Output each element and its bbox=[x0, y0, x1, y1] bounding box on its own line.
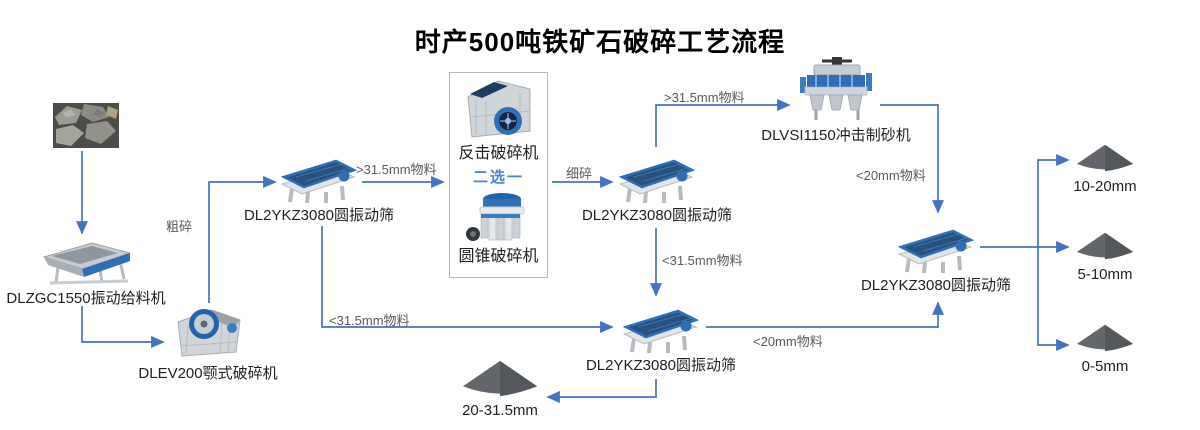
flow-label-fine-crush: 细碎 bbox=[566, 166, 593, 181]
vibrating-screen-icon bbox=[618, 148, 696, 204]
cone-crusher-icon bbox=[464, 190, 534, 246]
vsi-sand-maker-icon bbox=[794, 56, 878, 124]
pile-5-10-node: 5-10mm bbox=[1058, 229, 1152, 283]
screen2-node: DL2YKZ3080圆振动筛 bbox=[574, 148, 740, 224]
screen4-node: DL2YKZ3080圆振动筛 bbox=[855, 218, 1017, 294]
jaw-crusher-node: DLEV200颚式破碎机 bbox=[128, 302, 288, 382]
stone-pile-icon bbox=[1074, 229, 1136, 263]
pile-0-5-label: 0-5mm bbox=[1081, 358, 1129, 375]
page-title: 时产500吨铁矿石破碎工艺流程 bbox=[414, 27, 786, 57]
jaw-crusher-label: DLEV200颚式破碎机 bbox=[138, 365, 278, 382]
cone-crusher-label: 圆锥破碎机 bbox=[458, 248, 539, 266]
raw-material-node bbox=[53, 103, 119, 148]
sand-maker-label: DLVSI1150冲击制砂机 bbox=[761, 127, 911, 144]
flow-label-coarse-crush: 粗碎 bbox=[166, 219, 193, 234]
pile-0-5-node: 0-5mm bbox=[1058, 321, 1152, 375]
pile-20-31-5-node: 20-31.5mm bbox=[445, 358, 555, 419]
crusher-choice-box: 反击破碎机 二选一 圆锥破碎机 bbox=[449, 72, 548, 278]
impact-crusher-icon bbox=[462, 77, 536, 143]
vibrating-screen-icon bbox=[280, 148, 358, 204]
arrow-screen3-to-pile-20-31-5 bbox=[546, 379, 657, 403]
flow-label-under-20mm-b: <20mm物料 bbox=[753, 334, 823, 349]
feeder-node: DLZGC1550振动给料机 bbox=[0, 241, 172, 307]
screen1-label: DL2YKZ3080圆振动筛 bbox=[243, 207, 395, 224]
stone-pile-icon bbox=[1074, 321, 1136, 355]
flow-label-over-31-5mm-b: >31.5mm物料 bbox=[664, 90, 745, 105]
flow-label-under-31-5mm-a: <31.5mm物料 bbox=[329, 313, 410, 328]
screen2-label: DL2YKZ3080圆振动筛 bbox=[581, 207, 733, 224]
flow-label-under-31-5mm-b: <31.5mm物料 bbox=[662, 253, 743, 268]
pile-10-20-node: 10-20mm bbox=[1058, 141, 1152, 195]
pile-20-31-5-label: 20-31.5mm bbox=[462, 402, 538, 419]
stone-pile-icon bbox=[1074, 141, 1136, 175]
feeder-label: DLZGC1550振动给料机 bbox=[6, 290, 166, 307]
screen3-node: DL2YKZ3080圆振动筛 bbox=[578, 298, 744, 374]
jaw-crusher-icon bbox=[168, 302, 248, 362]
pile-10-20-label: 10-20mm bbox=[1073, 178, 1137, 195]
screen1-node: DL2YKZ3080圆振动筛 bbox=[238, 148, 400, 224]
vibrating-screen-icon bbox=[622, 298, 700, 354]
screen4-label: DL2YKZ3080圆振动筛 bbox=[860, 277, 1012, 294]
flow-label-under-20mm-a: <20mm物料 bbox=[856, 168, 926, 183]
raw-ore-rocks-image bbox=[53, 103, 119, 148]
vibrating-screen-icon bbox=[897, 218, 975, 274]
sand-maker-node: DLVSI1150冲击制砂机 bbox=[748, 56, 924, 144]
flow-label-over-31-5mm-a: >31.5mm物料 bbox=[356, 162, 437, 177]
screen3-label: DL2YKZ3080圆振动筛 bbox=[585, 357, 737, 374]
pile-5-10-label: 5-10mm bbox=[1077, 266, 1133, 283]
vibrating-feeder-icon bbox=[40, 241, 132, 287]
stone-pile-icon bbox=[458, 358, 542, 399]
impact-crusher-label: 反击破碎机 bbox=[458, 145, 539, 162]
choice-one-of-two-label: 二选一 bbox=[472, 169, 524, 187]
